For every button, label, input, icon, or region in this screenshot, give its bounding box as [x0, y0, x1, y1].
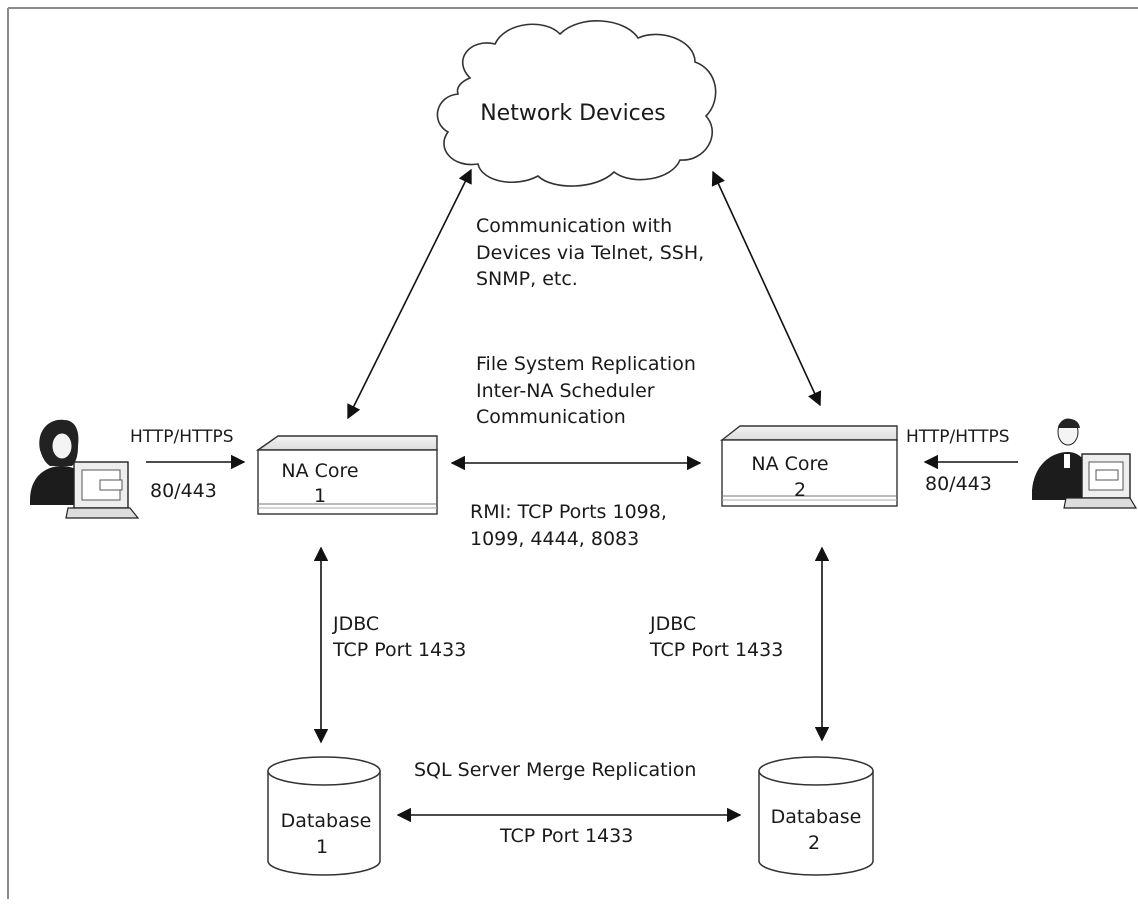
core2-cloud-arrow [711, 170, 822, 407]
rmi-line-1: RMI: TCP Ports 1098, [470, 501, 667, 523]
device-comm-line-2: Devices via Telnet, SSH, [476, 242, 704, 264]
core1-label-line-1: NA Core [281, 460, 358, 482]
sql-merge-port: TCP Port 1433 [499, 825, 633, 847]
left-user-workstation-icon [30, 419, 140, 519]
right-user-workstation-icon [1032, 418, 1138, 509]
jdbc-right-line-2: TCP Port 1433 [649, 639, 783, 661]
jdbc-left-line-2: TCP Port 1433 [332, 639, 466, 661]
right-user-protocol: HTTP/HTTPS [906, 427, 1010, 447]
left-user-ports: 80/443 [150, 480, 217, 502]
database-2-cylinder: Database 2 [758, 756, 874, 876]
replication-line-3: Communication [476, 406, 626, 428]
sql-merge-label: SQL Server Merge Replication [414, 759, 696, 781]
db1-label-line-2: 1 [316, 836, 328, 858]
core1-label-line-2: 1 [314, 485, 326, 507]
jdbc-right-note: JDBC TCP Port 1433 [649, 613, 783, 661]
left-user-protocol: HTTP/HTTPS [130, 427, 234, 447]
replication-note: File System Replication Inter-NA Schedul… [476, 353, 696, 428]
device-communication-note: Communication with Devices via Telnet, S… [476, 215, 704, 290]
jdbc-right-line-1: JDBC [649, 613, 696, 635]
jdbc-left-note: JDBC TCP Port 1433 [332, 613, 466, 661]
rmi-note: RMI: TCP Ports 1098, 1099, 4444, 8083 [470, 501, 667, 550]
replication-line-1: File System Replication [476, 353, 696, 375]
core2-label-line-1: NA Core [751, 453, 828, 475]
right-user-ports: 80/443 [925, 473, 992, 495]
db2-label-line-2: 2 [808, 832, 820, 854]
jdbc-left-line-1: JDBC [332, 613, 379, 635]
rmi-line-2: 1099, 4444, 8083 [470, 528, 639, 550]
core2-label-line-2: 2 [794, 479, 806, 501]
database-1-cylinder: Database 1 [267, 756, 381, 876]
db2-label-line-1: Database [771, 806, 862, 828]
cloud-label: Network Devices [480, 101, 666, 126]
na-core-2-server: NA Core 2 [719, 425, 898, 507]
replication-line-2: Inter-NA Scheduler [476, 380, 655, 402]
core1-cloud-arrow [347, 168, 472, 420]
diagram-frame [7, 7, 1138, 899]
na-core-1-server: NA Core 1 [255, 435, 438, 515]
device-comm-line-3: SNMP, etc. [476, 268, 578, 290]
network-devices-cloud: Network Devices [436, 20, 717, 187]
db1-label-line-1: Database [281, 810, 372, 832]
device-comm-line-1: Communication with [476, 215, 672, 237]
